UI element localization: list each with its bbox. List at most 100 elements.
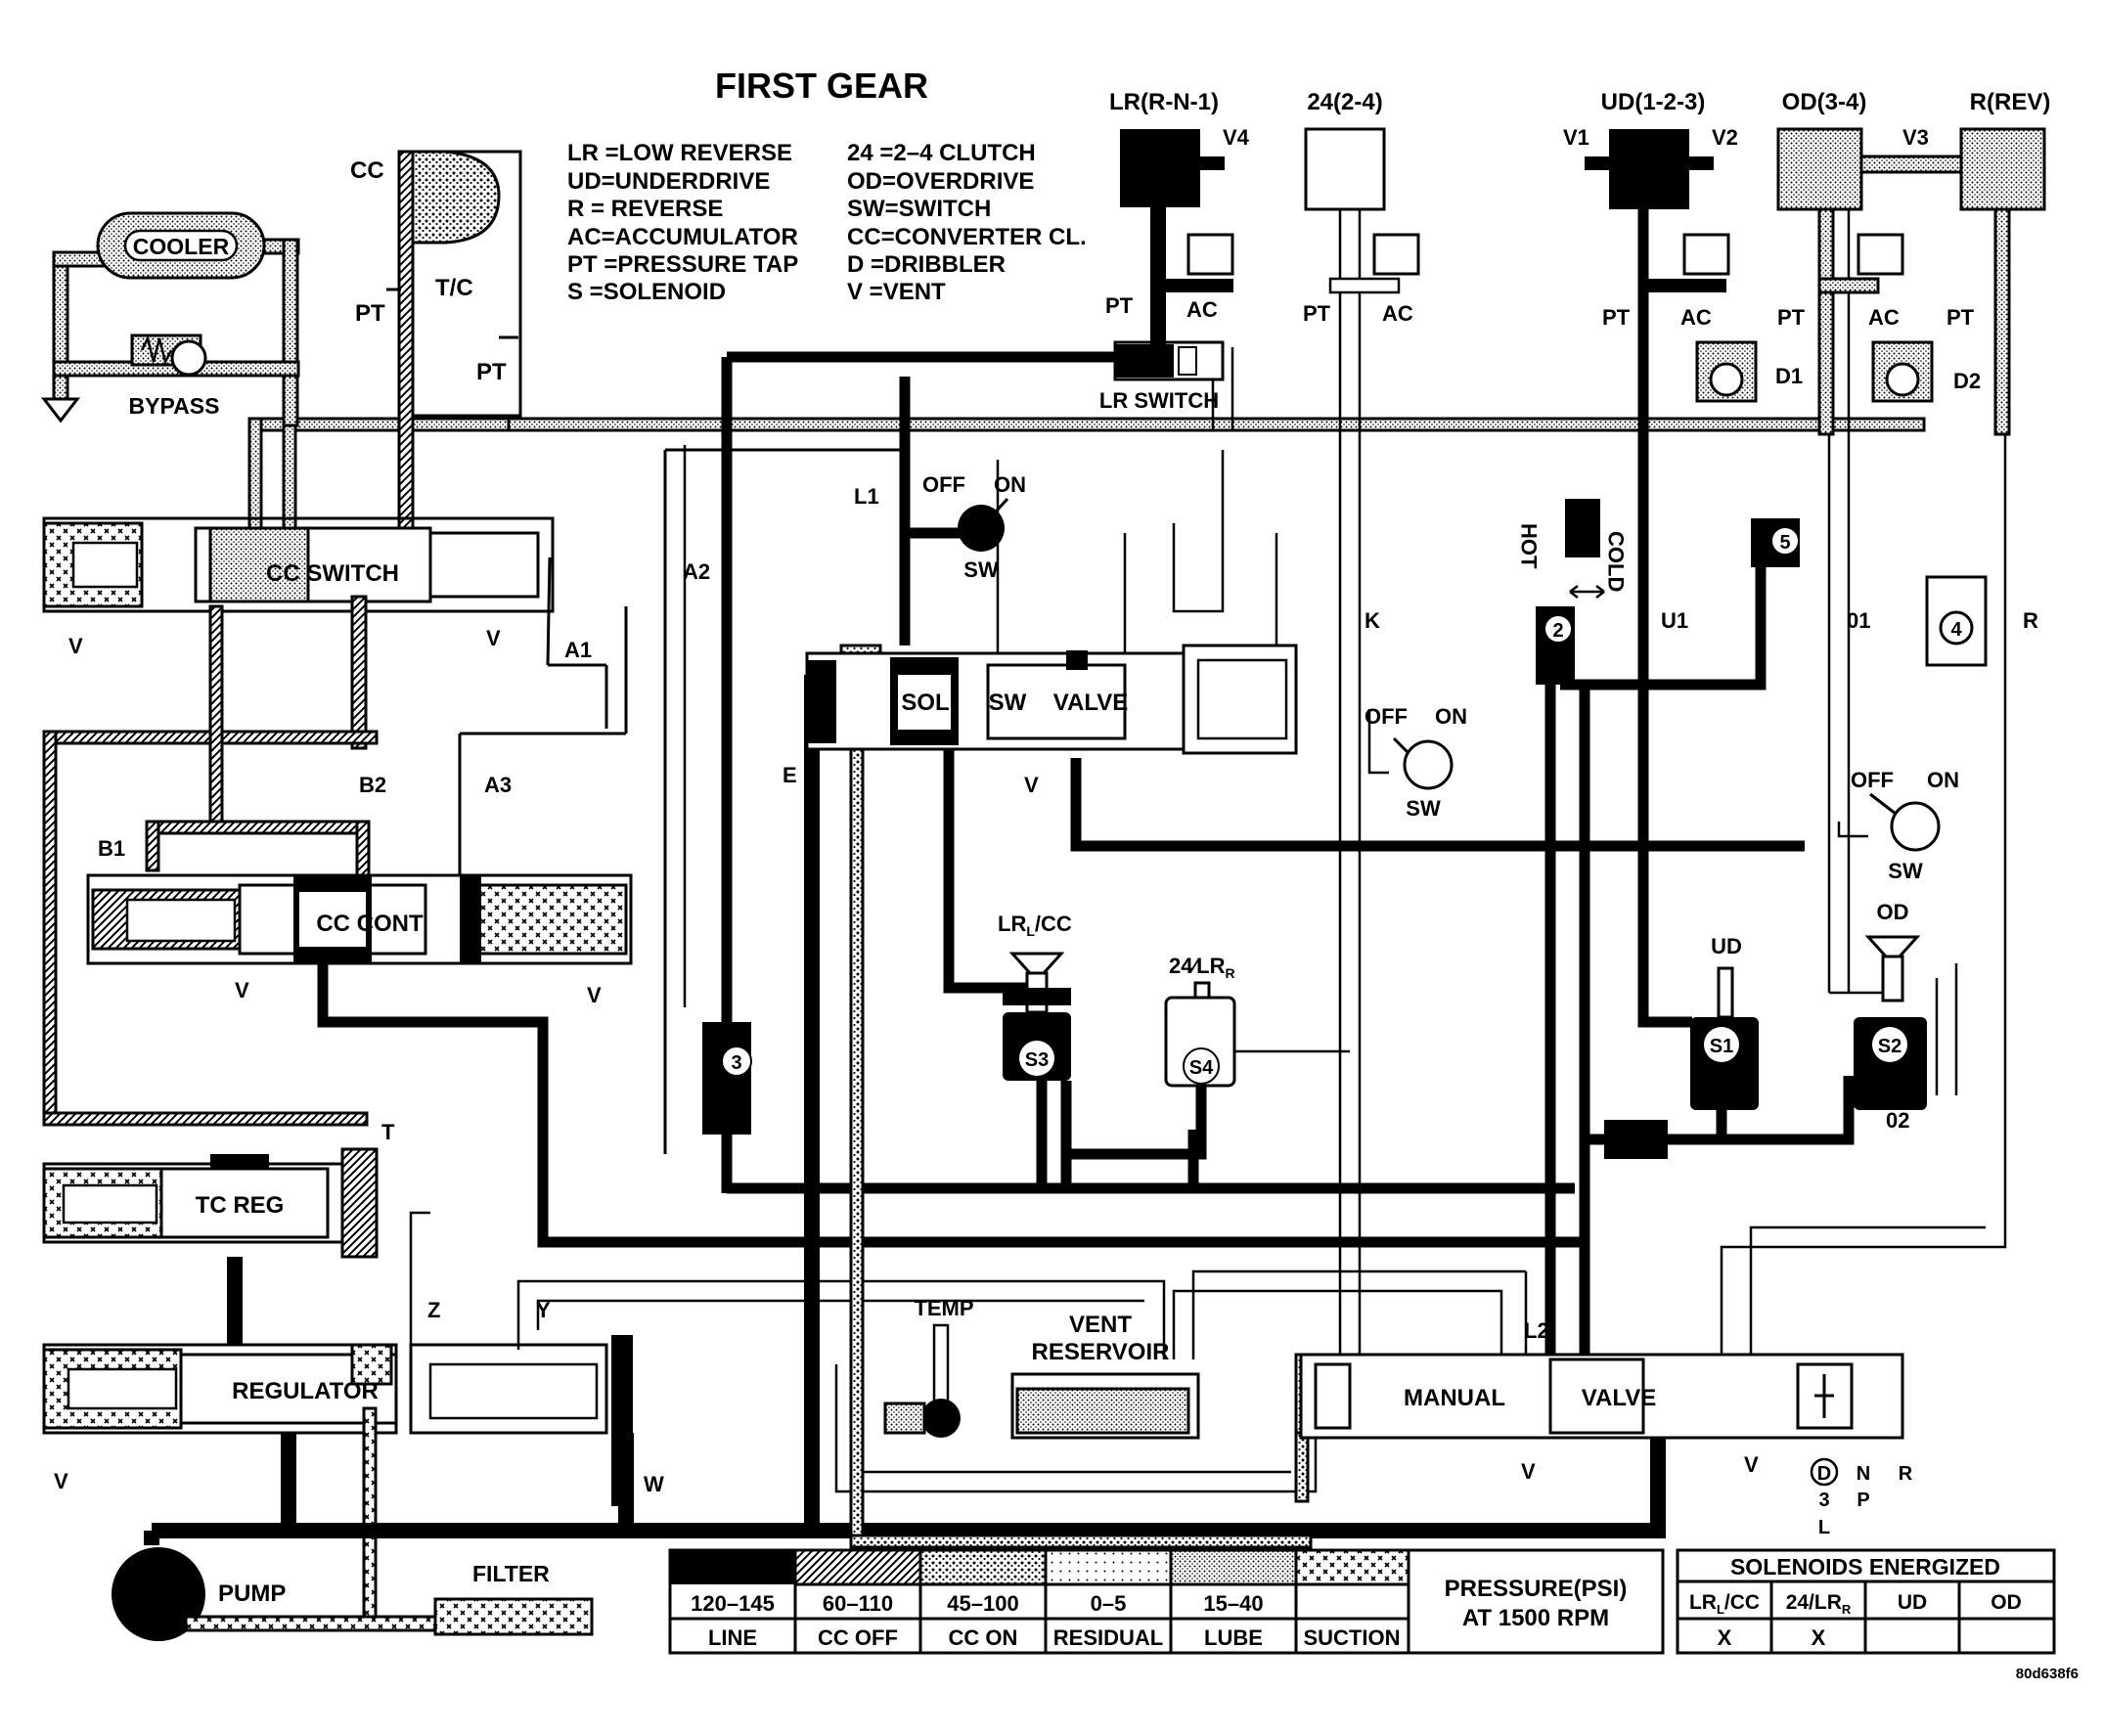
s3-label: S3 <box>1025 1049 1049 1071</box>
tc-regulator-valve: TC REG T <box>42 1120 395 1259</box>
s1-title: UD <box>1711 934 1742 958</box>
abbr-right-1: OD=OVERDRIVE <box>847 168 1034 195</box>
legend-range-0: 120–145 <box>691 1591 775 1616</box>
a3-label: A3 <box>484 773 512 797</box>
s2-title: OD <box>1877 900 1909 924</box>
v4-label: V4 <box>1223 125 1250 150</box>
clutch-od-label: OD(3-4) <box>1782 89 1867 115</box>
cc-control-valve: CC CONT B1 B2 A3 V V <box>86 606 633 1007</box>
ac-24: AC <box>1382 301 1413 326</box>
abbr-right-5: V =VENT <box>847 279 946 305</box>
ac-od: AC <box>1868 305 1900 330</box>
solenoid-s3: LRL/CC S3 <box>998 912 1072 1081</box>
thermal-valve: HOT COLD 2 <box>1517 499 1629 685</box>
o1-label: 01 <box>1847 608 1870 633</box>
abbreviation-key: LR =LOW REVERSE UD=UNDERDRIVE R = REVERS… <box>567 140 1087 305</box>
sw-label-3: SW <box>1888 859 1923 883</box>
temp-bulb <box>921 1399 961 1438</box>
b2-label: B2 <box>359 773 386 797</box>
s4-title: 24⁄LRR <box>1169 954 1235 981</box>
filter <box>433 1597 594 1636</box>
v1-label: V1 <box>1563 125 1589 150</box>
solenoid-switch-valve: SOL SW VALVE V E L1 <box>783 484 1298 797</box>
legend-name-0: LINE <box>708 1625 757 1650</box>
sol-table-state-1: X <box>1812 1625 1826 1650</box>
bypass-valve <box>170 339 207 377</box>
clutch-24: 24(2-4) PT AC K <box>1303 89 1420 633</box>
e-label: E <box>783 763 797 787</box>
ac-lr: AC <box>1186 297 1218 322</box>
off-label-1: OFF <box>922 472 965 497</box>
lr-pressure-switch: OFF ON SW <box>922 472 1026 582</box>
sw-label-2: SW <box>1406 796 1441 821</box>
ball-5: 5 <box>1779 532 1790 554</box>
gear-l: L <box>1818 1517 1830 1538</box>
pressure-regulator-valve: REGULATOR V Z Y W <box>42 1298 664 1506</box>
solenoid-s2: OD S2 02 <box>1854 900 1927 1133</box>
vent-cc-switch-1: V <box>68 634 83 658</box>
v2-label: V2 <box>1712 125 1738 150</box>
pt-24: PT <box>1303 301 1331 326</box>
pt-od: PT <box>1777 305 1806 330</box>
pt-tc-left: PT <box>355 300 385 327</box>
d1-label: D1 <box>1775 364 1803 388</box>
torque-converter: CC T/C PT PT <box>350 150 522 537</box>
sol-table-state-0: X <box>1718 1625 1732 1650</box>
legend-name-1: CC OFF <box>818 1625 898 1650</box>
pump-filter: PUMP FILTER <box>112 1406 594 1641</box>
legend-name-2: CC ON <box>949 1625 1018 1650</box>
s3-title-main: LRL/CC <box>998 912 1072 939</box>
off-label-3: OFF <box>1851 768 1894 792</box>
filter-label: FILTER <box>472 1561 550 1586</box>
b1-label: B1 <box>98 836 125 861</box>
vent-cc-cont-2: V <box>587 983 602 1007</box>
a1-label: A1 <box>564 638 592 662</box>
sol-table-header-3: OD <box>1991 1591 2022 1614</box>
clutch-ud: UD(1-2-3) V1 V2 PT AC U1 <box>1563 89 1738 633</box>
gear-r: R <box>1899 1463 1913 1485</box>
legend-name-3: RESIDUAL <box>1053 1625 1163 1650</box>
cc-off-lines <box>42 604 379 1127</box>
gear-3: 3 <box>1818 1490 1829 1511</box>
tc-reg-label: TC REG <box>196 1192 285 1219</box>
on-label-3: ON <box>1927 768 1959 792</box>
manual-valve: MANUAL VALVE V V L2 <box>1299 1318 1904 1484</box>
cooler-circuit: COOLER BYPASS <box>40 211 300 427</box>
lube-gallery <box>247 417 1926 548</box>
l1-label: L1 <box>854 484 879 509</box>
abbr-left-5: S =SOLENOID <box>567 279 726 305</box>
vent-cc-cont-1: V <box>235 978 249 1002</box>
legend-range-4: 15–40 <box>1203 1591 1263 1616</box>
abbr-left-3: AC=ACCUMULATOR <box>567 224 798 250</box>
gear-p: P <box>1857 1490 1869 1511</box>
r-label: R <box>2023 608 2038 633</box>
y-label: Y <box>536 1298 551 1322</box>
cold-label: COLD <box>1604 531 1629 592</box>
vent-sol-valve: V <box>1024 773 1039 797</box>
valve-label-manual: VALVE <box>1582 1385 1656 1411</box>
clutch-24-label: 24(2-4) <box>1307 89 1382 115</box>
l2-label: L2 <box>1524 1318 1549 1343</box>
pt-rev: PT <box>1946 305 1975 330</box>
pressure-switch-od: OFF ON SW <box>1851 768 1959 883</box>
abbr-right-0: 24 =2–4 CLUTCH <box>847 140 1036 166</box>
clutch-ud-label: UD(1-2-3) <box>1601 89 1706 115</box>
s4-label: S4 <box>1189 1057 1214 1079</box>
legend-range-3: 0–5 <box>1091 1591 1127 1616</box>
s2-label: S2 <box>1878 1036 1902 1057</box>
abbr-right-4: D =DRIBBLER <box>847 251 1006 278</box>
abbr-right-2: SW=SWITCH <box>847 196 991 222</box>
cc-cont-label: CC CONT <box>316 911 424 937</box>
pt-tc-right: PT <box>476 359 507 385</box>
sol-table-header-1: 24/LRR <box>1786 1591 1852 1617</box>
v3-label: V3 <box>1902 125 1929 150</box>
a2-label: A2 <box>683 559 710 584</box>
gear-selector: D 3 L N P R <box>1810 1457 1913 1538</box>
tc-label: T/C <box>435 275 473 301</box>
clutch-od-rev: OD(3-4) R(REV) V3 PT AC PT D1 D2 01 R <box>1695 89 2050 633</box>
ball-2: 2 <box>1552 620 1563 642</box>
check-balls: 5 4 3 <box>702 518 1988 1135</box>
bypass-label: BYPASS <box>129 393 220 419</box>
off-label-2: OFF <box>1365 704 1408 729</box>
sol-table-title: SOLENOIDS ENERGIZED <box>1730 1554 2000 1580</box>
